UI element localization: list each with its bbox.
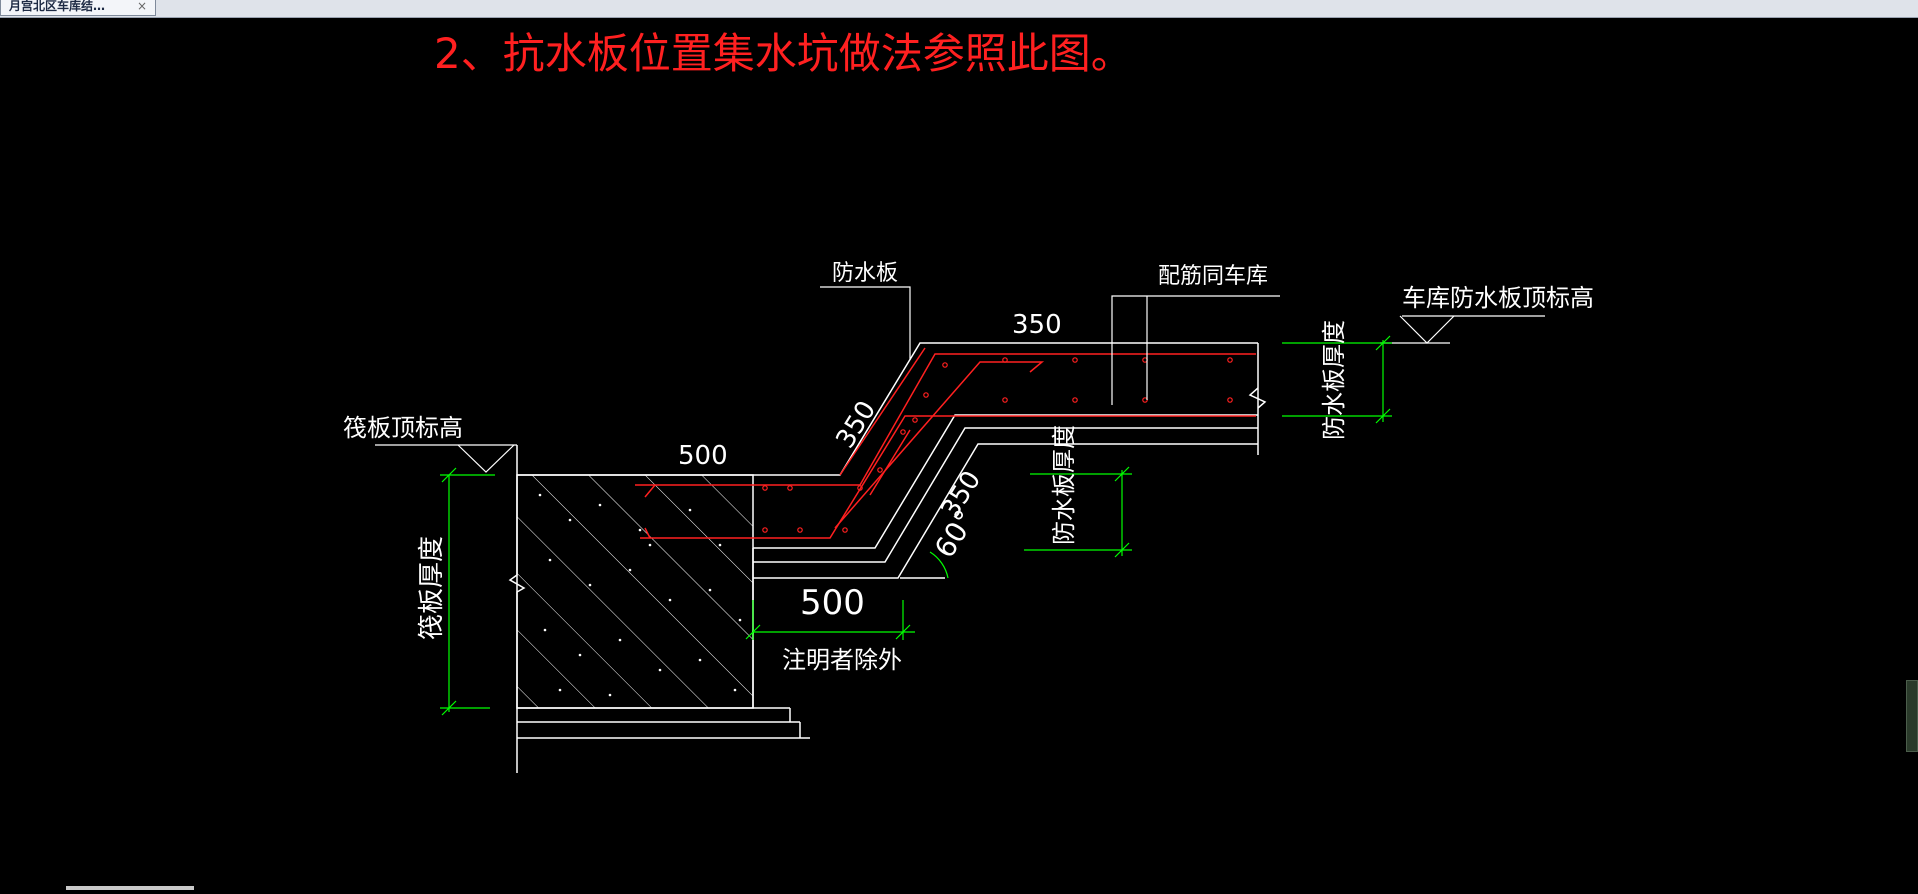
elevation-mark-raft <box>375 444 517 473</box>
leader-waterproof-plate <box>820 286 911 360</box>
document-tab-label: 月宫北区车库结… <box>9 0 106 13</box>
scrollbar-handle[interactable] <box>1906 680 1918 752</box>
cad-drawing-canvas[interactable]: 2、抗水板位置集水坑做法参照此图。 <box>0 18 1918 890</box>
leader-rebar <box>1111 295 1280 405</box>
rebar-lines <box>635 347 1256 539</box>
document-tab[interactable]: 月宫北区车库结… × <box>0 0 156 16</box>
close-icon[interactable]: × <box>137 0 148 13</box>
label-plate-thickness-mid: 防水板厚度 <box>1050 425 1078 545</box>
dim-bottom-500 <box>745 600 915 640</box>
label-raft-top-elev: 筏板顶标高 <box>343 414 463 442</box>
angle-arc <box>929 551 949 579</box>
label-except-noted: 注明者除外 <box>782 646 902 674</box>
raft-left-edge <box>508 445 810 773</box>
drawing-svg: 2、抗水板位置集水坑做法参照此图。 <box>343 29 1594 773</box>
label-plate-thickness-right: 防水板厚度 <box>1320 320 1348 440</box>
dim-raft-thickness <box>440 467 495 716</box>
rebar-dots <box>762 357 1233 533</box>
dim-plate-thickness-right <box>1282 335 1392 424</box>
label-raft-thickness: 筏板厚度 <box>417 536 447 640</box>
document-tab-bar: 月宫北区车库结… × <box>0 0 1918 18</box>
dim-text-500-upper: 500 <box>678 441 728 471</box>
drawing-note: 2、抗水板位置集水坑做法参照此图。 <box>434 29 1133 78</box>
label-waterproof-plate: 防水板 <box>832 261 898 286</box>
dim-text-500-lower: 500 <box>800 583 865 623</box>
plate-profile <box>517 342 1267 708</box>
dim-text-top-350: 350 <box>1012 310 1062 340</box>
label-garage-plate-top-elev: 车库防水板顶标高 <box>1402 284 1594 312</box>
layout-tab-strip[interactable] <box>66 886 194 890</box>
dim-plate-thickness-mid <box>1024 466 1132 558</box>
label-rebar-same-garage: 配筋同车库 <box>1158 264 1268 289</box>
elevation-mark-garage <box>1380 315 1545 344</box>
raft-section <box>516 474 754 709</box>
